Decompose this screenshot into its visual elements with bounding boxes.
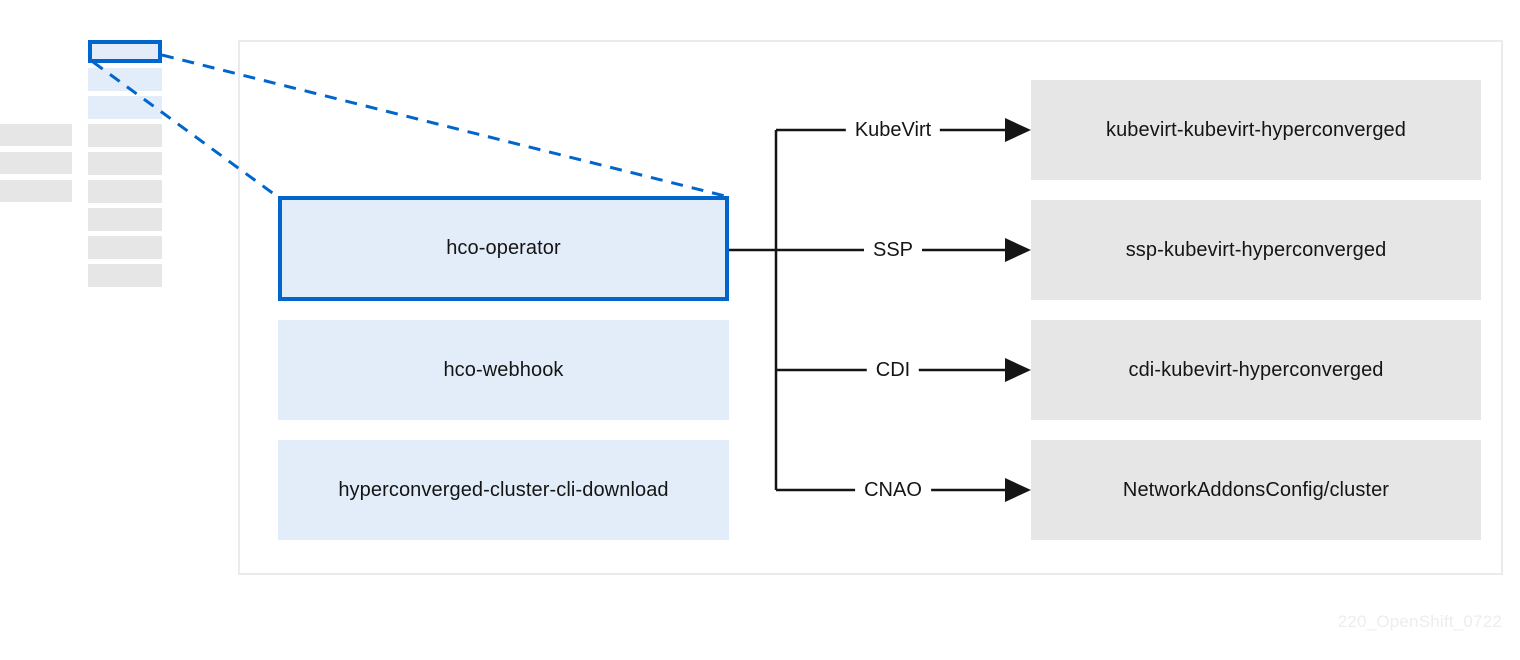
node-hco-webhook[interactable]: hco-webhook	[278, 320, 729, 420]
edge-label-cdi: CDI	[866, 360, 920, 380]
minimap-bar[interactable]	[88, 68, 162, 91]
node-cdi-kubevirt-hyperconverged[interactable]: cdi-kubevirt-hyperconverged	[1031, 320, 1481, 420]
node-label: hyperconverged-cluster-cli-download	[338, 478, 669, 501]
detail-panel	[238, 40, 1503, 575]
minimap-bar-selected[interactable]	[88, 40, 162, 63]
watermark-label: 220_OpenShift_0722	[1337, 612, 1502, 631]
node-label: cdi-kubevirt-hyperconverged	[1128, 358, 1384, 381]
edge-label-cnao: CNAO	[855, 480, 931, 500]
node-hco-operator[interactable]: hco-operator	[278, 196, 729, 301]
node-label: kubevirt-kubevirt-hyperconverged	[1105, 118, 1406, 141]
node-ssp-kubevirt-hyperconverged[interactable]: ssp-kubevirt-hyperconverged	[1031, 200, 1481, 300]
minimap-bar[interactable]	[88, 208, 162, 231]
node-label: hco-operator	[446, 237, 561, 259]
node-label: NetworkAddonsConfig/cluster	[1122, 478, 1390, 501]
minimap-bar[interactable]	[88, 96, 162, 119]
edge-label-kubevirt: KubeVirt	[845, 120, 941, 140]
minimap-bar	[0, 180, 72, 202]
node-networkaddonsconfig-cluster[interactable]: NetworkAddonsConfig/cluster	[1031, 440, 1481, 540]
node-kubevirt-kubevirt-hyperconverged[interactable]: kubevirt-kubevirt-hyperconverged	[1031, 80, 1481, 180]
node-label: ssp-kubevirt-hyperconverged	[1125, 238, 1387, 261]
minimap-bar[interactable]	[88, 180, 162, 203]
node-hyperconverged-cluster-cli-download[interactable]: hyperconverged-cluster-cli-download	[278, 440, 729, 540]
minimap-bar[interactable]	[88, 152, 162, 175]
minimap-bar[interactable]	[88, 264, 162, 287]
minimap-bar	[0, 152, 72, 174]
node-label: hco-webhook	[443, 358, 564, 381]
minimap-bar[interactable]	[88, 124, 162, 147]
minimap-bar[interactable]	[88, 236, 162, 259]
edge-label-ssp: SSP	[863, 240, 923, 260]
minimap-bar	[0, 124, 72, 146]
